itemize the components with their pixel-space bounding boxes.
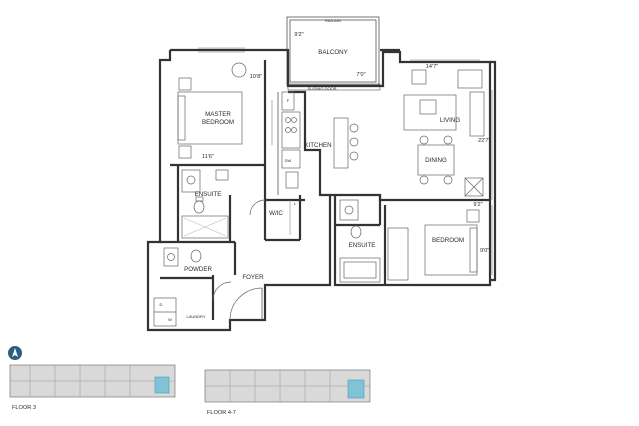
powder-laundry-fixtures bbox=[153, 247, 263, 327]
windows bbox=[198, 47, 493, 275]
linen-label: L bbox=[294, 201, 297, 206]
fridge-label: F bbox=[287, 98, 290, 103]
key-plan-floor-a bbox=[9, 364, 176, 398]
balcony-width-dim: 9'2" bbox=[294, 32, 303, 38]
dishwasher-label: DW bbox=[285, 158, 292, 163]
foyer-label: FOYER bbox=[242, 274, 264, 281]
living-dining-furniture bbox=[403, 69, 485, 197]
bedroom-ensuite-fixtures bbox=[339, 199, 409, 283]
railing-label: RAILING bbox=[325, 18, 341, 23]
bedroom-width-dim: 9'2" bbox=[473, 202, 482, 208]
master-bedroom-label-2: BEDROOM bbox=[202, 119, 234, 126]
master-ensuite-label: ENSUITE bbox=[195, 191, 222, 198]
bedroom-furniture bbox=[424, 209, 480, 276]
key-plan-floor-a-label: FLOOR 3 bbox=[12, 405, 36, 411]
living-width-dim: 14'7" bbox=[426, 64, 438, 70]
balcony-depth-dim: 7'0" bbox=[356, 72, 365, 78]
master-bedroom-label-1: MASTER bbox=[205, 111, 231, 118]
walk-in-closet bbox=[249, 199, 291, 235]
master-depth-dim: 11'6" bbox=[202, 154, 214, 160]
living-label: LIVING bbox=[440, 117, 460, 124]
powder-label: POWDER bbox=[184, 266, 212, 273]
sliding-door-label: SLIDING DOOR bbox=[307, 86, 336, 91]
bedroom-depth-dim: 9'0" bbox=[480, 248, 489, 254]
key-plan-floor-b bbox=[204, 369, 371, 403]
dryer-label: D bbox=[160, 302, 163, 307]
kitchen-fixtures bbox=[281, 91, 359, 189]
bedroom-label: BEDROOM bbox=[432, 237, 464, 244]
dining-label: DINING bbox=[425, 157, 447, 164]
master-ensuite-fixtures bbox=[181, 169, 229, 239]
master-width-dim: 10'8" bbox=[250, 74, 262, 80]
interior-walls bbox=[160, 60, 490, 320]
wic-label: W/IC bbox=[269, 210, 283, 217]
north-arrow-icon bbox=[8, 346, 22, 360]
laundry-label: LAUNDRY bbox=[186, 314, 205, 319]
living-depth-dim: 22'7" bbox=[478, 138, 490, 144]
kitchen-label: KITCHEN bbox=[304, 142, 331, 149]
key-plan-floor-b-label: FLOOR 4-7 bbox=[207, 410, 236, 416]
bedroom-ensuite-label: ENSUITE bbox=[349, 242, 376, 249]
washer-label: W bbox=[168, 317, 172, 322]
balcony-label: BALCONY bbox=[318, 49, 348, 56]
master-bedroom-furniture bbox=[177, 62, 273, 159]
